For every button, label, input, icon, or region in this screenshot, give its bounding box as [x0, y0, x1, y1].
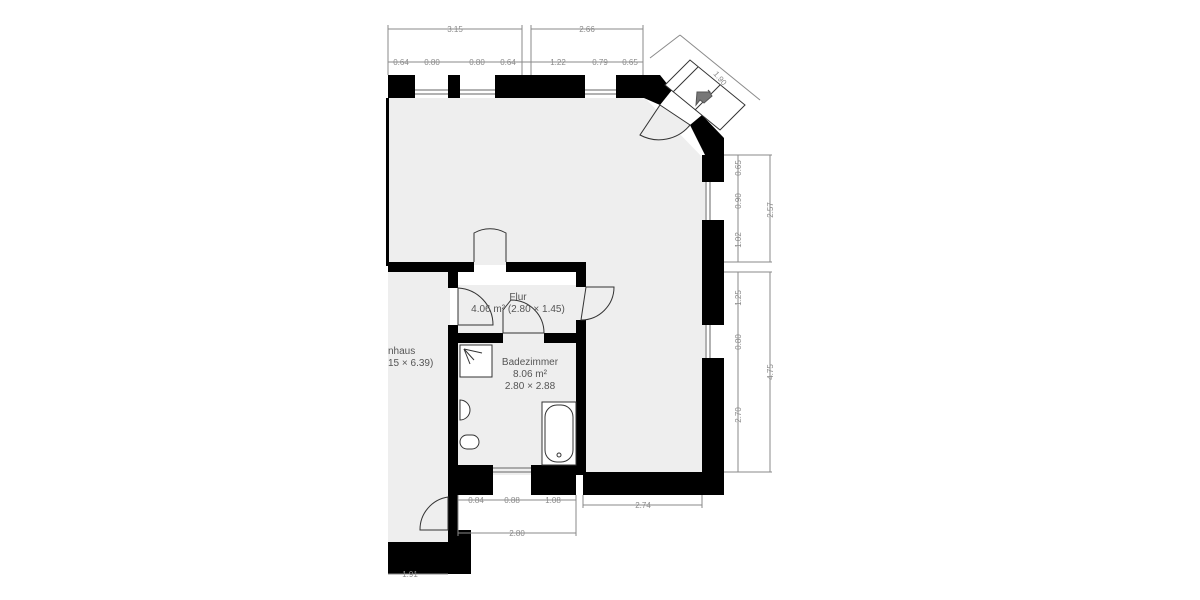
- toilet-icon: [459, 434, 480, 450]
- svg-text:2.57: 2.57: [766, 202, 775, 218]
- windows: [415, 89, 711, 473]
- doors[interactable]: [419, 104, 691, 531]
- stair-arrow-icon: [695, 89, 713, 107]
- svg-text:0.80: 0.80: [469, 58, 485, 67]
- room-name: Badezimmer: [501, 357, 559, 368]
- svg-text:0.65: 0.65: [734, 160, 743, 176]
- svg-text:4.75: 4.75: [766, 364, 775, 380]
- dim-top-2: 2.66: [579, 25, 595, 34]
- door-bath: [502, 299, 545, 334]
- room-label-treppenhaus: nhaus 15 × 6.39): [388, 346, 433, 370]
- door-flur-east: [580, 286, 615, 321]
- svg-text:0.80: 0.80: [424, 58, 440, 67]
- svg-text:0.64: 0.64: [500, 58, 516, 67]
- door-flur-north: [473, 228, 507, 262]
- svg-text:1.08: 1.08: [545, 496, 561, 505]
- svg-text:0.65: 0.65: [622, 58, 638, 67]
- svg-text:1.02: 1.02: [734, 232, 743, 248]
- sink-icon: [459, 399, 471, 421]
- svg-text:1.91: 1.91: [402, 570, 418, 579]
- dimension-labels: 3.15 2.66 0.64 0.80 0.80 0.64 1.22 0.79 …: [393, 25, 775, 579]
- room-name: nhaus: [388, 346, 416, 357]
- svg-text:0.88: 0.88: [504, 496, 520, 505]
- bath-fixtures: [459, 344, 577, 466]
- svg-text:0.64: 0.64: [393, 58, 409, 67]
- walls: [386, 75, 724, 574]
- room-name: Flur: [509, 292, 527, 303]
- room-label-badezimmer: Badezimmer 8.06 m² 2.80 × 2.88: [490, 357, 570, 393]
- room-size: 2.80 × 2.88: [504, 381, 556, 392]
- room-area: 8.06 m²: [513, 369, 547, 380]
- room-area: 4.06 m² (2.80 × 1.45): [471, 304, 565, 315]
- room-label-flur: Flur 4.06 m² (2.80 × 1.45): [468, 292, 568, 316]
- door-stair: [639, 104, 691, 141]
- svg-text:1.22: 1.22: [550, 58, 566, 67]
- svg-text:0.79: 0.79: [592, 58, 608, 67]
- svg-text:0.80: 0.80: [734, 334, 743, 350]
- svg-text:0.90: 0.90: [734, 193, 743, 209]
- room-size: 15 × 6.39): [388, 358, 434, 369]
- svg-text:0.84: 0.84: [468, 496, 484, 505]
- dim-top-1: 3.15: [447, 25, 463, 34]
- door-flur-west: [457, 287, 494, 326]
- svg-text:2.74: 2.74: [635, 501, 651, 510]
- svg-text:1.25: 1.25: [734, 290, 743, 306]
- svg-text:2.70: 2.70: [734, 407, 743, 423]
- stair: [664, 59, 746, 131]
- dimension-lines: [387, 25, 772, 575]
- door-bottom-left: [419, 496, 449, 531]
- svg-text:2.80: 2.80: [509, 529, 525, 538]
